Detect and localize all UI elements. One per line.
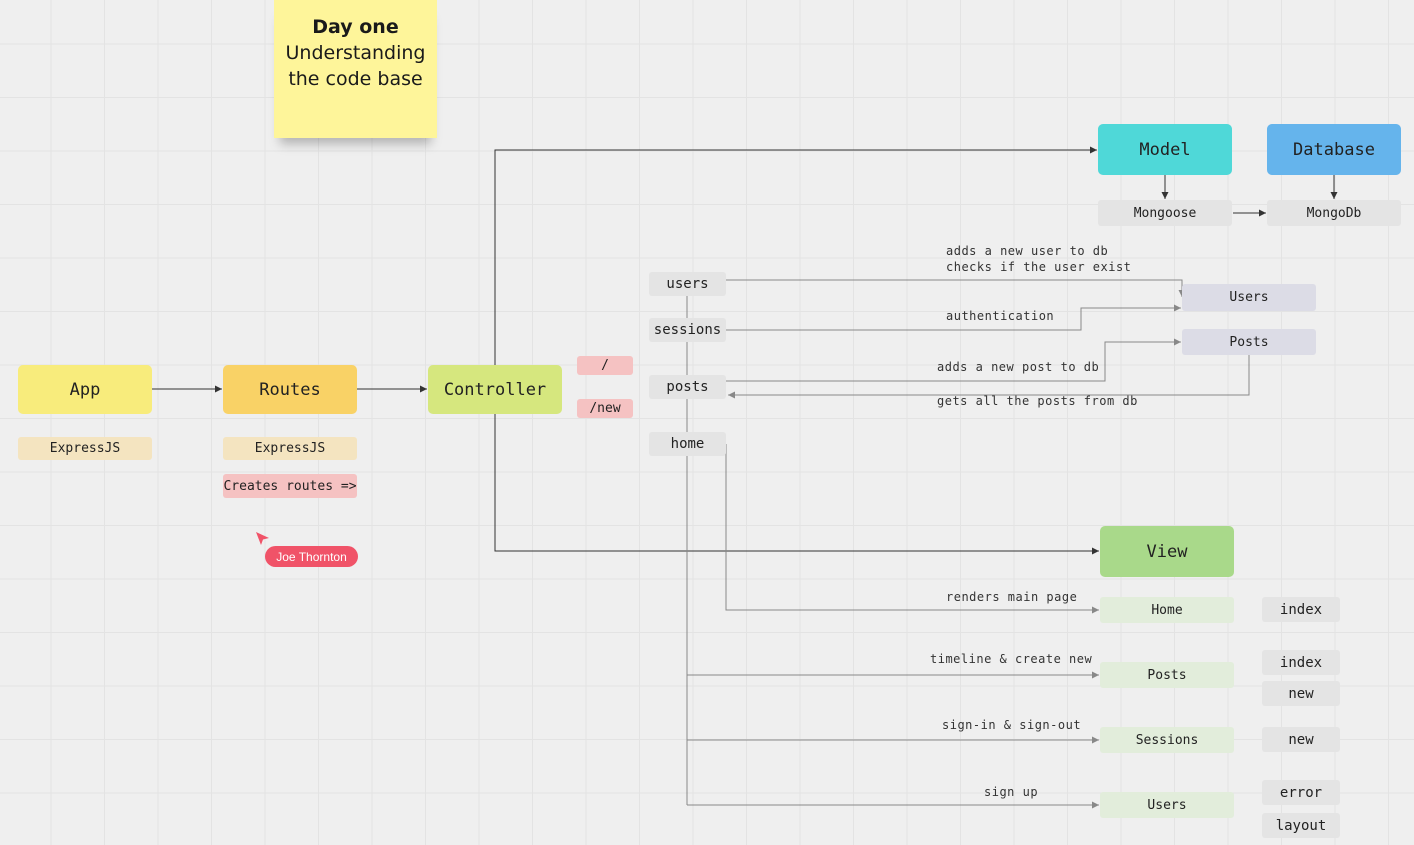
- file-sessions-new-pill[interactable]: new: [1262, 727, 1340, 752]
- arrow-users-model: [726, 279, 1186, 297]
- sticky-line-1: Understanding: [285, 42, 426, 64]
- routes-block[interactable]: Routes: [223, 365, 357, 414]
- route-root-pill[interactable]: /: [577, 356, 633, 375]
- label-signup: sign up: [984, 785, 1039, 799]
- collaborator-name-tag: Joe Thornton: [265, 546, 358, 567]
- label-authentication: authentication: [946, 309, 1055, 323]
- file-posts-new-pill[interactable]: new: [1262, 681, 1340, 706]
- arrow-controller-view: [494, 414, 1099, 555]
- label-timeline: timeline & create new: [930, 652, 1093, 666]
- arrow-home-view: [725, 444, 1099, 614]
- view-block[interactable]: View: [1100, 526, 1234, 577]
- sticky-line-2: the code base: [288, 68, 423, 90]
- model-users-pill[interactable]: Users: [1182, 284, 1316, 311]
- database-block[interactable]: Database: [1267, 124, 1401, 175]
- label-gets-posts: gets all the posts from db: [937, 394, 1138, 408]
- controller-posts-pill[interactable]: posts: [649, 375, 726, 399]
- controller-block[interactable]: Controller: [428, 365, 562, 414]
- file-users-layout-pill[interactable]: layout: [1262, 813, 1340, 838]
- controller-sessions-pill[interactable]: sessions: [649, 318, 726, 342]
- arrow-sessions-model: [726, 304, 1181, 331]
- file-home-index-pill[interactable]: index: [1262, 597, 1340, 622]
- controller-home-pill[interactable]: home: [649, 432, 726, 456]
- route-new-pill[interactable]: /new: [577, 399, 633, 418]
- mongoose-pill[interactable]: Mongoose: [1098, 200, 1232, 226]
- model-block[interactable]: Model: [1098, 124, 1232, 175]
- arrow-posts-model: [726, 338, 1181, 382]
- view-posts-pill[interactable]: Posts: [1100, 662, 1234, 688]
- app-tech-pill[interactable]: ExpressJS: [18, 437, 152, 460]
- arrow-model-posts: [728, 355, 1250, 399]
- view-users-pill[interactable]: Users: [1100, 792, 1234, 818]
- label-adds-post: adds a new post to db: [937, 360, 1100, 374]
- view-sessions-pill[interactable]: Sessions: [1100, 727, 1234, 753]
- arrow-controller-model: [494, 146, 1097, 365]
- controller-users-pill[interactable]: users: [649, 272, 726, 296]
- sticky-note[interactable]: Day one Understanding the code base: [274, 0, 437, 138]
- routes-tech-pill[interactable]: ExpressJS: [223, 437, 357, 460]
- label-renders-main: renders main page: [946, 590, 1078, 604]
- view-home-pill[interactable]: Home: [1100, 597, 1234, 623]
- mongodb-pill[interactable]: MongoDb: [1267, 200, 1401, 226]
- creates-routes-pill[interactable]: Creates routes =>: [223, 474, 357, 498]
- file-posts-index-pill[interactable]: index: [1262, 650, 1340, 675]
- model-posts-pill[interactable]: Posts: [1182, 329, 1316, 355]
- file-users-error-pill[interactable]: error: [1262, 780, 1340, 805]
- label-signin: sign-in & sign-out: [942, 718, 1082, 732]
- app-block[interactable]: App: [18, 365, 152, 414]
- sticky-title: Day one: [312, 16, 399, 38]
- collaborator-cursor-icon: [256, 532, 269, 545]
- label-adds-user: adds a new user to db checks if the user…: [946, 244, 1132, 274]
